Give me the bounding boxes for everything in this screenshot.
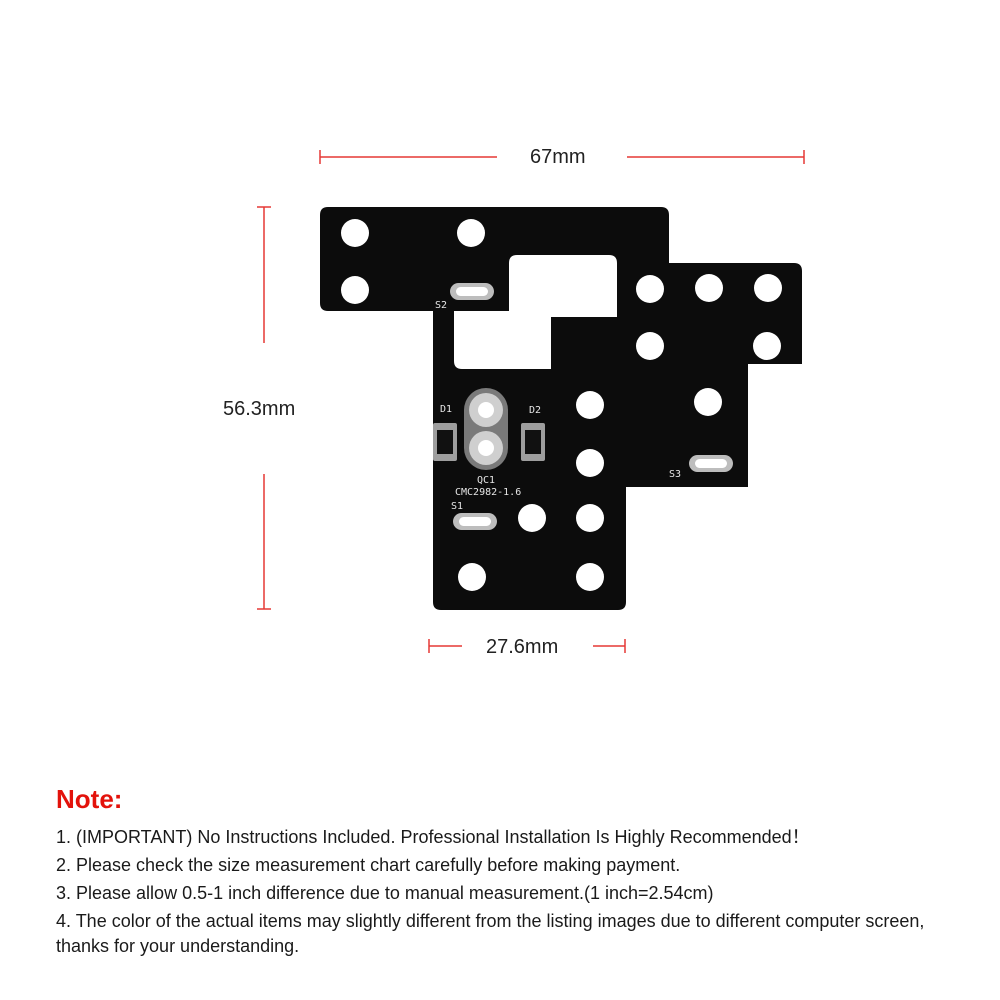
mounting-hole	[518, 504, 546, 532]
mounting-hole	[636, 275, 664, 303]
model-label: CMC2982-1.6	[455, 487, 521, 498]
mounting-hole	[457, 219, 485, 247]
mounting-hole	[576, 391, 604, 419]
note-item-4: 4. The color of the actual items may sli…	[56, 911, 925, 956]
s1-pad-hole	[459, 517, 491, 526]
d2-label: D2	[529, 405, 541, 416]
mounting-hole	[754, 274, 782, 302]
mounting-hole	[636, 332, 664, 360]
mounting-hole	[576, 449, 604, 477]
product-diagram: S2 D1 D2 QC1 CMC2982-1.6 S3 S1 67mm 56.3…	[223, 146, 805, 659]
s1-label: S1	[451, 501, 463, 512]
mounting-hole	[576, 504, 604, 532]
note-item-1: 1. (IMPORTANT) No Instructions Included.…	[56, 827, 810, 847]
mounting-hole	[341, 276, 369, 304]
pcb-illustration: S2 D1 D2 QC1 CMC2982-1.6 S3 S1	[257, 150, 805, 653]
s3-pad-hole	[695, 459, 727, 468]
qc1-label: QC1	[477, 475, 495, 486]
mounting-hole	[695, 274, 723, 302]
mounting-hole	[341, 219, 369, 247]
dimension-lines	[257, 150, 805, 653]
d1-body	[437, 430, 453, 454]
s2-label: S2	[435, 300, 447, 311]
s2-pad-hole	[456, 287, 488, 296]
notes-section: Note: 1. (IMPORTANT) No Instructions Inc…	[56, 784, 976, 962]
mounting-hole	[458, 563, 486, 591]
note-item-2: 2. Please check the size measurement cha…	[56, 855, 681, 875]
d2-body	[525, 430, 541, 454]
height-dimension-label: 56.3mm	[223, 398, 296, 421]
mounting-hole	[753, 332, 781, 360]
qc1-component	[464, 388, 508, 470]
qc1-pad-hole	[478, 402, 494, 418]
qc1-pad-hole	[478, 440, 494, 456]
silkscreen-labels: S2 D1 D2 QC1 CMC2982-1.6 S3 S1	[435, 300, 681, 512]
slot-pads	[450, 283, 733, 530]
mounting-holes	[341, 219, 782, 591]
width-dimension-label: 67mm	[530, 146, 586, 169]
mounting-hole	[694, 388, 722, 416]
s3-label: S3	[669, 469, 681, 480]
d2-component	[521, 423, 545, 461]
note-item-3: 3. Please allow 0.5-1 inch difference du…	[56, 883, 714, 903]
pcb-board	[320, 207, 802, 610]
notes-title: Note:	[56, 784, 123, 814]
d1-label: D1	[440, 404, 452, 415]
d1-component	[433, 423, 457, 461]
mounting-hole	[576, 563, 604, 591]
bottom-dimension-label: 27.6mm	[486, 636, 559, 659]
